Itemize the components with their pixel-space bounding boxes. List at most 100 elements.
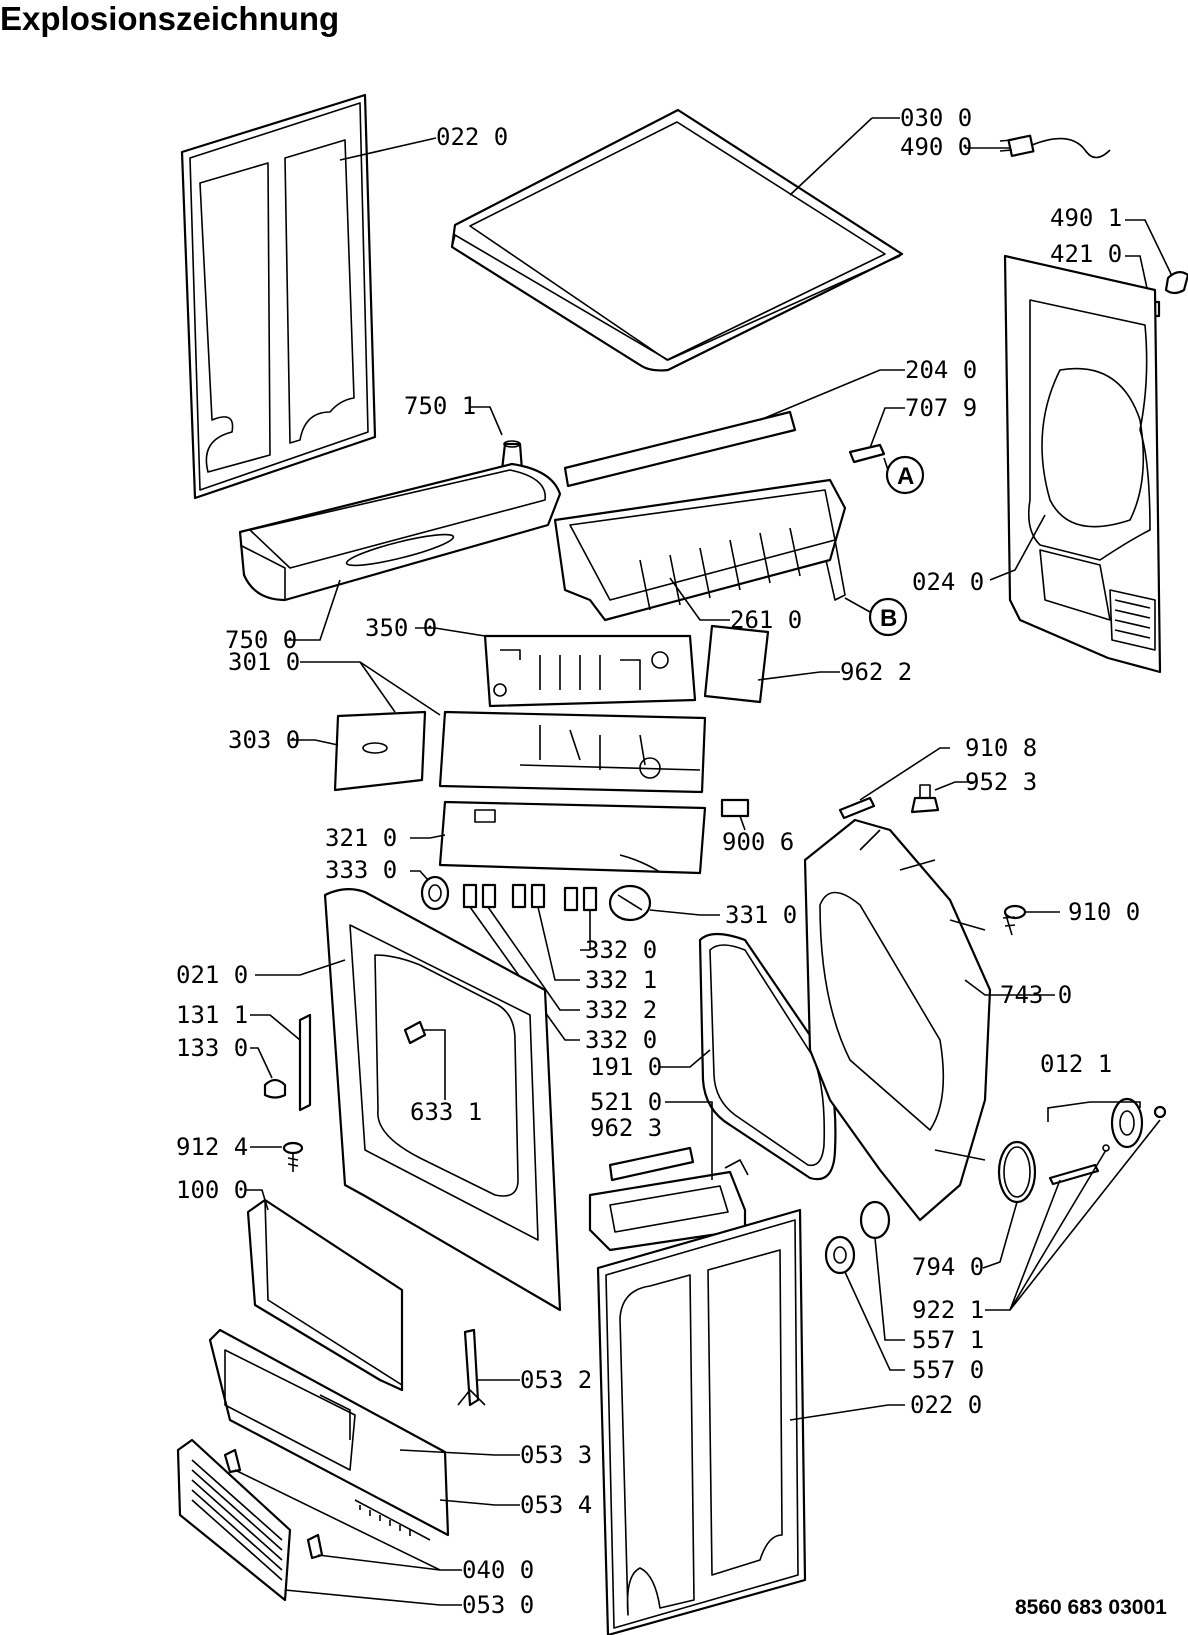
panel-fascia-drawing (438, 800, 707, 875)
label-button-b: 332 1 (585, 966, 657, 994)
label-connector: 900 6 (722, 828, 794, 856)
label-door-seal: 191 0 (590, 1053, 662, 1081)
svg-text:B: B (880, 605, 897, 632)
connector-drawing (720, 798, 750, 818)
page-title: Explosionszeichnung (0, 0, 340, 37)
leader-button-b (537, 906, 580, 981)
board-cover-drawing (703, 624, 770, 704)
leader-button-a (580, 910, 591, 951)
buttons-drawing (462, 883, 598, 912)
hinge-drawing (263, 1013, 312, 1112)
leader-side-panel-left (339, 137, 437, 161)
leader-water-container (285, 579, 341, 641)
label-bearing: 557 0 (912, 1356, 984, 1384)
label-screw-910-8: 910 8 (965, 734, 1037, 762)
label-drawer-cover: 303 0 (228, 726, 300, 754)
label-top-panel: 030 0 (900, 104, 972, 132)
knob-spindle-drawing (420, 875, 450, 911)
screw-910-8-drawing (838, 796, 876, 820)
label-side-panel-left: 022 0 (436, 123, 508, 151)
label-fan-set: 012 1 (1040, 1050, 1112, 1078)
lower-frame-leg-drawing (457, 1328, 486, 1407)
label-water-container-cap: 750 1 (404, 392, 476, 420)
leader-cord-part (1125, 219, 1173, 277)
label-front-panel: 021 0 (176, 961, 248, 989)
container-housing-drawing (553, 478, 847, 622)
leader-water-container-cap (470, 406, 503, 436)
label-foot: 952 3 (965, 768, 1037, 796)
gasket-drawing (824, 1200, 891, 1275)
program-knob-drawing (608, 884, 652, 922)
drawer-cover-drawing (333, 710, 427, 792)
label-hinge: 131 1 (176, 1001, 248, 1029)
label-gasket: 922 1 (912, 1296, 984, 1324)
label-screw-910-0: 910 0 (1068, 898, 1140, 926)
leader-belt (982, 1201, 1018, 1269)
label-control-panel: 301 0 (228, 648, 300, 676)
label-clip: 040 0 (462, 1556, 534, 1584)
door-lock-drawing (403, 1020, 427, 1045)
belt-drawing (997, 1140, 1037, 1204)
fan-set-drawing (1048, 1097, 1167, 1186)
leader-rear-panel (989, 514, 1046, 581)
leader-panel-fascia (410, 834, 446, 839)
label-screw-912-4: 912 4 (176, 1133, 248, 1161)
leader-top-panel (789, 117, 873, 196)
leader-foot (934, 781, 975, 791)
label-water-container: 750 0 (225, 626, 297, 654)
leader-hinge-pin (250, 1047, 273, 1079)
label-knob-spindle: 333 0 (325, 856, 397, 884)
leader-grille (284, 1589, 462, 1606)
label-belt: 794 0 (912, 1253, 984, 1281)
label-electronic-board: 350 0 (365, 614, 437, 642)
foot-drawing (910, 784, 940, 814)
leader-seal-strip (759, 369, 905, 421)
lower-frame-drawing (208, 1328, 450, 1541)
rear-panel-drawing (1003, 254, 1162, 674)
leader-button-d (469, 906, 580, 1041)
label-button-d: 332 0 (585, 1026, 657, 1054)
label-hinge-pin: 133 0 (176, 1034, 248, 1062)
leader-fan-set (1047, 1101, 1141, 1122)
screw-912-4-drawing (282, 1141, 304, 1172)
label-seal-strip: 204 0 (905, 356, 977, 384)
front-panel-drawing (323, 888, 562, 1312)
water-container-drawing (238, 462, 562, 602)
leader-pump-part (869, 407, 905, 449)
grille-drawing (176, 1438, 324, 1602)
control-panel-drawing (438, 710, 707, 794)
label-bracket: 053 3 (520, 1441, 592, 1469)
screw-910-0-drawing (1002, 904, 1027, 936)
label-kick-panel: 053 4 (520, 1491, 592, 1519)
label-rear-panel: 024 0 (912, 568, 984, 596)
marker-b: B (868, 597, 908, 637)
leader-door-seal (660, 1049, 711, 1068)
leader-cord-clip (1125, 255, 1151, 303)
leader-drawer-cover (290, 739, 339, 746)
label-pump-part: 707 9 (905, 394, 977, 422)
seal-strip-drawing (563, 410, 797, 488)
pump-part-drawing (848, 443, 886, 464)
motor-shield-drawing (803, 818, 992, 1222)
label-grille: 053 0 (462, 1591, 534, 1619)
marker-a: A (885, 455, 925, 495)
label-button-a: 332 0 (585, 936, 657, 964)
side-panel-right-drawing (596, 1208, 807, 1635)
leader-hinge (250, 1014, 301, 1041)
power-cord-drawing (999, 134, 1111, 159)
label-board-cover: 962 2 (840, 658, 912, 686)
svg-text:A: A (897, 463, 914, 490)
label-side-panel-right: 022 0 (910, 1391, 982, 1419)
label-motor-shield: 743 0 (1000, 981, 1072, 1009)
leader-button-c (487, 906, 580, 1011)
label-button-c: 332 2 (585, 996, 657, 1024)
side-panel-left-drawing (180, 93, 377, 500)
label-cord-clip: 421 0 (1050, 240, 1122, 268)
label-power-cord: 490 0 (900, 133, 972, 161)
leader-knob-spindle (410, 870, 429, 881)
label-bearing-ring: 557 1 (912, 1326, 984, 1354)
leader-filter-module (665, 1101, 713, 1180)
leader-screw-910-8 (859, 747, 950, 801)
label-cord-part: 490 1 (1050, 204, 1122, 232)
